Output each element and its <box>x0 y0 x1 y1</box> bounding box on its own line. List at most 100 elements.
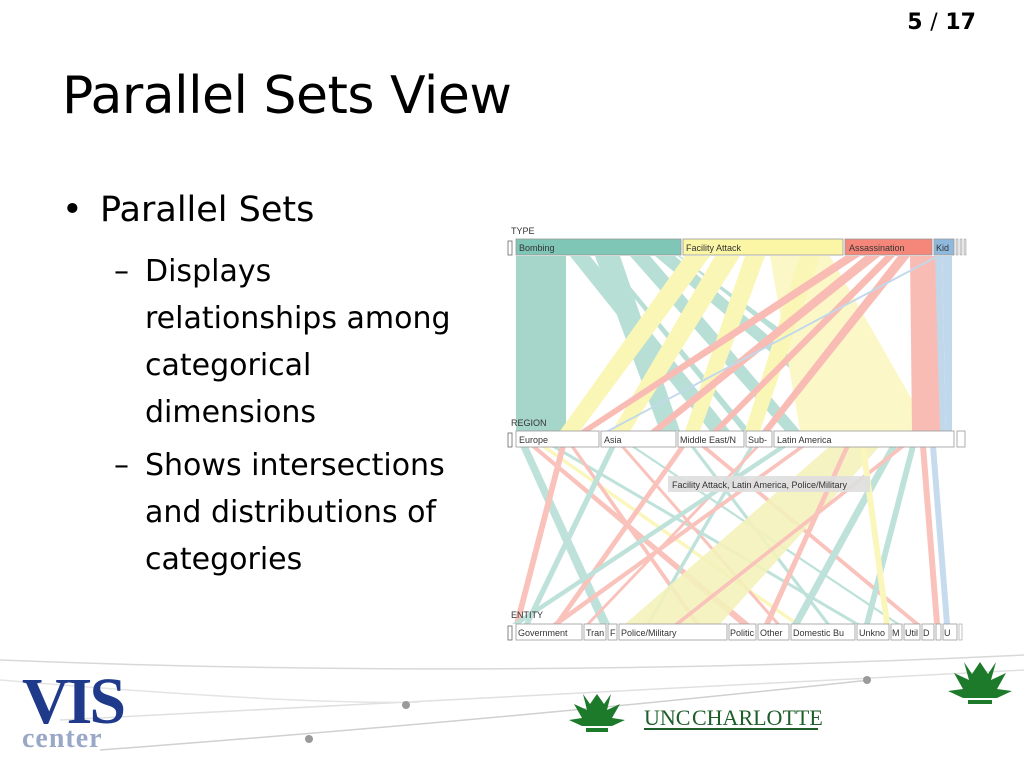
ribbon <box>524 446 616 624</box>
ribbon <box>942 256 952 431</box>
category-bar[interactable] <box>618 623 728 641</box>
category-bar[interactable] <box>790 623 856 641</box>
ribbon <box>930 446 950 624</box>
category-bar[interactable] <box>942 623 958 641</box>
axis-type: Bombing Facility Attack Assassination Ki… <box>507 238 967 256</box>
tooltip-box <box>668 476 870 492</box>
ribbon <box>762 256 910 431</box>
category-label: Europe <box>519 435 548 445</box>
category-label: Unkno <box>859 628 885 638</box>
decorative-dot <box>402 701 410 709</box>
decorative-swoosh <box>0 654 1024 751</box>
unc-logo-text-left: UNC <box>644 705 690 730</box>
dim-label-type: TYPE <box>511 226 535 236</box>
category-label: Government <box>518 628 568 638</box>
axis-entity: Government Tran F Police/Military Politi… <box>507 623 963 641</box>
category-bar[interactable] <box>903 623 921 641</box>
sub-bullet-shows: – Shows intersections and distributions … <box>62 442 482 583</box>
ribbon <box>514 446 566 624</box>
dim-label-entity: ENTITY <box>511 610 543 620</box>
bullet-parallel-sets: • Parallel Sets <box>62 190 482 230</box>
category-label: Latin America <box>777 435 832 445</box>
ribbon <box>712 256 895 431</box>
sub-bullet-line: dimensions <box>145 395 317 430</box>
category-bar[interactable] <box>515 238 682 256</box>
ribbon <box>570 446 700 624</box>
unc-charlotte-logo: UNC CHARLOTTE <box>569 694 823 732</box>
category-bar[interactable] <box>757 623 790 641</box>
ribbon <box>560 256 710 431</box>
ribbon <box>530 446 750 624</box>
ribbon <box>910 256 940 431</box>
dash-icon: – <box>114 254 129 289</box>
category-label: Sub- <box>748 435 767 445</box>
category-bar[interactable] <box>682 238 844 256</box>
ribbon <box>864 446 916 624</box>
category-label: Domestic Bu <box>793 628 844 638</box>
category-bar[interactable] <box>856 623 890 641</box>
sub-bullet-displays: – Displays relationships among categoric… <box>62 248 482 436</box>
axis-handle-icon[interactable] <box>507 625 513 641</box>
ribbon <box>650 256 880 431</box>
ribbons-type-region <box>516 256 952 431</box>
category-bar[interactable] <box>677 430 745 448</box>
category-bar[interactable] <box>773 430 955 448</box>
category-label: Facility Attack <box>686 243 742 253</box>
bullet-dot-icon: • <box>62 190 83 230</box>
category-bar[interactable] <box>583 623 607 641</box>
category-label: Other <box>760 628 783 638</box>
dim-label-region: REGION <box>511 418 547 428</box>
ribbon <box>550 446 860 624</box>
category-label: Asia <box>604 435 622 445</box>
ribbon <box>516 256 566 431</box>
category-label: Politic <box>730 628 755 638</box>
category-label: Assassination <box>849 243 905 253</box>
category-label: Tran <box>586 628 604 638</box>
sub-bullet-line: Shows intersections <box>145 448 445 483</box>
slide-content: • Parallel Sets – Displays relationships… <box>62 190 482 589</box>
tooltip: Facility Attack, Latin America, Police/M… <box>668 476 870 492</box>
category-label: Kid <box>936 243 949 253</box>
category-bar[interactable] <box>921 623 935 641</box>
category-bar[interactable] <box>890 623 903 641</box>
decorative-dot <box>305 735 313 743</box>
category-label: Middle East/N <box>680 435 736 445</box>
decorative-dot <box>863 676 871 684</box>
category-bar[interactable] <box>607 623 618 641</box>
category-label: F <box>610 628 616 638</box>
category-label: Police/Military <box>621 628 677 638</box>
category-label: Util <box>905 628 918 638</box>
crown-leaf-icon-right <box>948 662 1012 704</box>
page-number: 5 / 17 <box>907 10 976 35</box>
vis-center-logo: VIS center <box>22 665 126 754</box>
page-total: 17 <box>945 10 976 35</box>
category-bar[interactable] <box>515 623 583 641</box>
category-bar[interactable] <box>933 238 955 256</box>
ribbon <box>580 256 860 431</box>
axis-handle-icon[interactable] <box>507 432 513 448</box>
sub-bullet-line: categories <box>145 542 303 577</box>
slide-title: Parallel Sets View <box>62 66 512 126</box>
category-bar[interactable] <box>600 430 677 448</box>
ribbon <box>606 256 940 431</box>
bullet-text: Parallel Sets <box>100 190 315 230</box>
tooltip-text: Facility Attack, Latin America, Police/M… <box>672 480 848 490</box>
category-bar[interactable] <box>745 430 773 448</box>
category-label: Bombing <box>519 243 555 253</box>
slide-footer: VIS center UNC CHARLOTTE <box>0 654 1024 754</box>
category-bar[interactable] <box>728 623 757 641</box>
category-label: M <box>892 628 900 638</box>
ribbon <box>935 256 946 431</box>
vis-logo-text: VIS <box>22 665 123 738</box>
dash-icon: – <box>114 448 129 483</box>
page-separator: / <box>930 10 938 35</box>
sub-bullet-line: relationships among <box>145 301 451 336</box>
category-bar[interactable] <box>844 238 933 256</box>
page-current: 5 <box>907 10 923 35</box>
category-bar[interactable] <box>515 430 600 448</box>
ribbon <box>920 446 940 624</box>
category-label: D <box>923 628 930 638</box>
category-label: U <box>944 628 951 638</box>
axis-handle-icon[interactable] <box>507 240 513 256</box>
sub-bullet-line: categorical <box>145 348 312 383</box>
